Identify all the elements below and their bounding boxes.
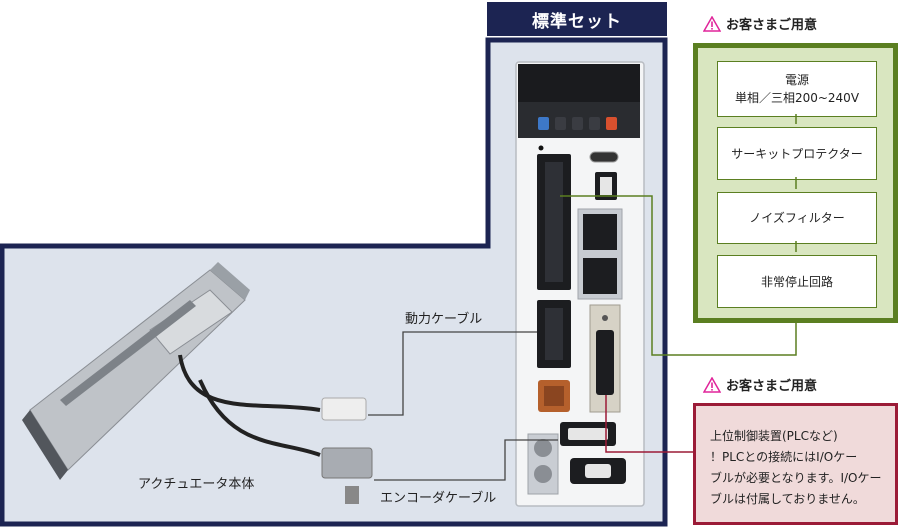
warning-icon [703,15,721,32]
plc-line-3: ブルが必要となります。I/Oケー [710,471,882,485]
circuit-protector-label: サーキットプロテクター [731,146,863,161]
warning-icon [703,376,721,393]
standard-set-label: 標準セット [487,2,667,36]
actuator-body [22,262,250,480]
noise-filter-item: ノイズフィルター [717,192,877,244]
emergency-stop-item: 非常停止回路 [717,255,877,308]
servo-driver [515,61,645,507]
circuit-protector-item: サーキットプロテクター [717,127,877,180]
plc-line-2: ！PLCとの接続にはI/Oケー [710,450,858,464]
plc-line-1: 上位制御装置(PLCなど) [710,429,838,443]
customer-note-title-top: お客さまご用意 [703,14,817,33]
customer-note-title-bottom: お客さまご用意 [703,375,817,394]
emergency-stop-label: 非常停止回路 [760,274,833,289]
encoder-cable-label: エンコーダケーブル [380,491,497,506]
power-cable-label: 動力ケーブル [405,312,483,327]
actuator-label: アクチュエータ本体 [138,477,255,492]
plc-line-4: ブルは付属しておりません。 [710,492,865,506]
plc-box: 上位制御装置(PLCなど) ！PLCとの接続にはI/Oケー ブルが必要となります… [693,403,898,525]
power-supply-spec: 単相／三相200~240V [734,91,860,105]
customer-note-text-top: お客さまご用意 [726,18,818,33]
customer-note-text-bottom: お客さまご用意 [726,379,818,394]
noise-filter-label: ノイズフィルター [749,211,845,225]
power-supply-item: 電源 単相／三相200~240V [717,61,877,117]
power-supply-label: 電源 [784,73,809,87]
